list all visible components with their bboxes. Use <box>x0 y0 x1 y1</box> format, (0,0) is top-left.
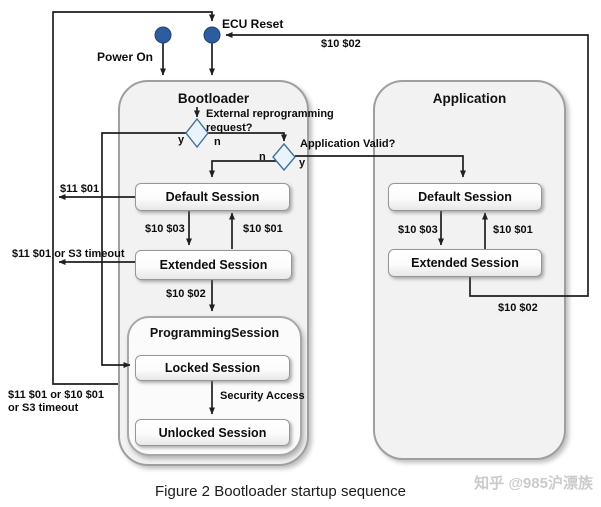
unlocked-session-state: Unlocked Session <box>135 419 290 446</box>
decision1-yes-to-locked-line <box>101 132 186 368</box>
bl-extended-to-programming-label: $10 $02 <box>166 288 206 300</box>
decision1-no-label: n <box>214 136 221 148</box>
app-extended-to-ecu-reset-line <box>225 32 589 297</box>
decision2-yes-label: y <box>299 157 306 169</box>
application-valid-decision-diamond <box>272 142 296 172</box>
decision2-question: Application Valid? <box>300 138 396 150</box>
bl-default-to-extended-label: $10 $03 <box>145 223 185 235</box>
external-reprogramming-decision-diamond <box>185 117 209 149</box>
app-extended-to-reset-label: $10 $02 <box>498 302 538 314</box>
security-access-label: Security Access <box>220 390 305 402</box>
programming-to-reset-label: $11 $01 or $10 $01 or S3 timeout <box>8 389 104 415</box>
decision2-no-label: n <box>259 151 266 163</box>
watermark: 知乎 @985沪漂族 <box>474 475 593 492</box>
decision1-no-to-decision2-line <box>208 132 287 142</box>
power-on-label: Power On <box>97 50 154 64</box>
decision1-yes-label: y <box>178 134 185 146</box>
bl-default-to-reset-label: $11 $01 <box>60 183 100 195</box>
power-on-start-node <box>154 26 172 44</box>
decision2-yes-to-app-default-line <box>295 155 466 178</box>
decision2-no-to-bl-default-line <box>209 160 277 178</box>
decision1-question-line1: External reprogramming <box>206 108 334 120</box>
decision1-question-line2: request? <box>206 122 253 134</box>
app-extended-session-state: Extended Session <box>388 249 542 277</box>
reset-from-app-label: $10 $02 <box>321 38 361 50</box>
ecu-reset-label: ECU Reset <box>222 17 284 31</box>
bl-default-session-state: Default Session <box>135 183 290 211</box>
figure-caption: Figure 2 Bootloader startup sequence <box>155 483 406 500</box>
bl-extended-to-reset-label: $11 $01 or S3 timeout <box>12 248 125 260</box>
reset-collector-line <box>52 11 215 385</box>
locked-session-state: Locked Session <box>135 355 290 381</box>
programming-session-title: ProgrammingSession <box>149 326 280 340</box>
bl-extended-session-state: Extended Session <box>135 250 292 280</box>
ecu-reset-node <box>203 26 221 44</box>
app-extended-to-default-label: $10 $01 <box>493 224 533 236</box>
programming-to-reset-label-line1: $11 $01 or $10 $01 <box>8 389 105 401</box>
bootloader-title: Bootloader <box>177 91 250 106</box>
bl-extended-to-default-label: $10 $01 <box>243 223 283 235</box>
app-default-session-state: Default Session <box>388 183 542 211</box>
application-title: Application <box>432 91 507 106</box>
programming-to-reset-label-line2: or S3 timeout <box>8 402 79 414</box>
app-default-to-extended-label: $10 $03 <box>398 224 438 236</box>
